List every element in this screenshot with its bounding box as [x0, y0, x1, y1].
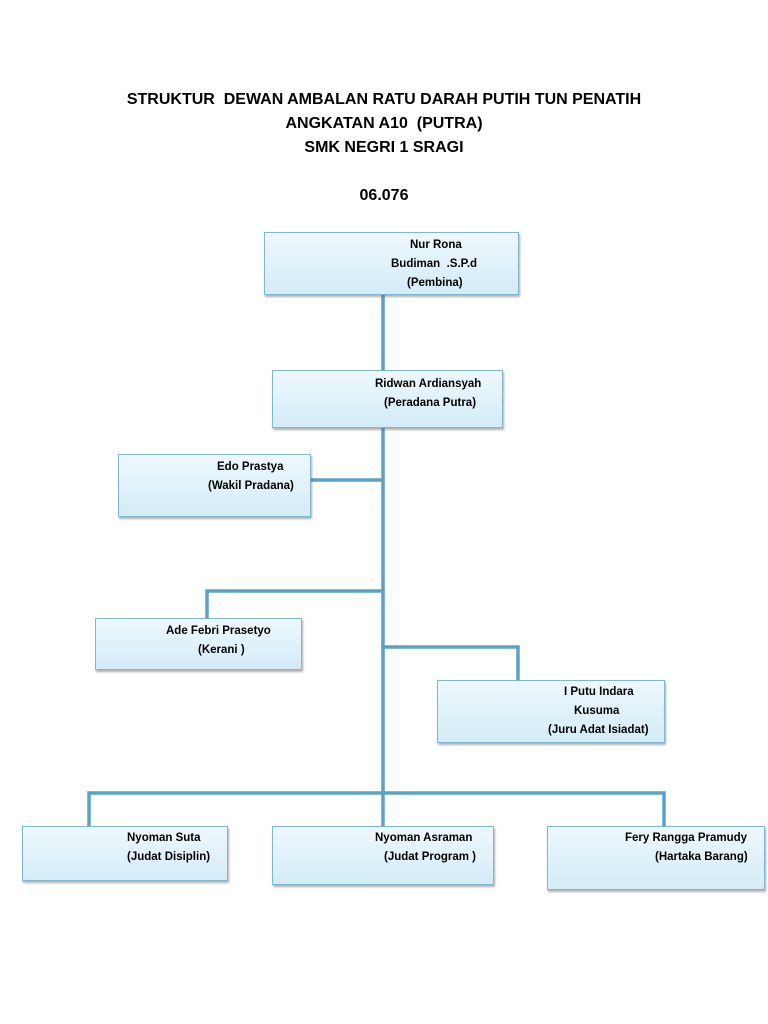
node-judat-program: Nyoman Asraman (Judat Program )	[272, 826, 494, 885]
node-pradana: Ridwan Ardiansyah (Peradana Putra)	[272, 370, 503, 428]
node-pembina: Nur Rona Budiman .S.P.d (Pembina)	[264, 232, 519, 295]
connector-kerani	[205, 589, 385, 620]
node-pradana-name: Ridwan Ardiansyah	[375, 378, 482, 390]
node-wakil-pradana: Edo Prastya (Wakil Pradana)	[118, 454, 311, 517]
node-hartaka-barang: Fery Rangga Pramudy (Hartaka Barang)	[547, 826, 765, 890]
node-pembina-name-2: Budiman .S.P.d	[391, 258, 478, 270]
node-judat-program-role: (Judat Program )	[384, 851, 477, 863]
node-kerani: Ade Febri Prasetyo (Kerani )	[95, 618, 302, 670]
connector-juru-adat	[381, 645, 520, 682]
connector-bottom-bus	[87, 791, 666, 828]
node-juru-adat-name-2: Kusuma	[574, 705, 620, 717]
node-wakil-name: Edo Prastya	[217, 461, 284, 473]
node-juru-adat-name-1: I Putu Indara	[564, 686, 634, 698]
chart-title-line-1: STRUKTUR DEWAN AMBALAN RATU DARAH PUTIH …	[126, 91, 642, 108]
node-pembina-role: (Pembina)	[407, 277, 463, 289]
node-hartaka-name: Fery Rangga Pramudy	[625, 832, 748, 844]
node-pembina-name-1: Nur Rona	[410, 239, 462, 251]
chart-code: 06.076	[359, 187, 409, 204]
node-judat-program-name: Nyoman Asraman	[375, 832, 473, 844]
chart-title-line-3: SMK NEGRI 1 SRAGI	[304, 139, 464, 156]
node-judat-disiplin-name: Nyoman Suta	[127, 832, 201, 844]
node-hartaka-role: (Hartaka Barang)	[655, 851, 748, 863]
node-juru-adat: I Putu Indara Kusuma (Juru Adat Isiadat)	[437, 680, 665, 743]
chart-title-block: STRUKTUR DEWAN AMBALAN RATU DARAH PUTIH …	[0, 88, 768, 208]
node-judat-disiplin-role: (Judat Disiplin)	[127, 851, 211, 863]
node-juru-adat-role: (Juru Adat Isiadat)	[548, 724, 649, 736]
node-wakil-role: (Wakil Pradana)	[208, 480, 294, 492]
chart-title-line-2: ANGKATAN A10 (PUTRA)	[285, 115, 483, 132]
node-judat-disiplin: Nyoman Suta (Judat Disiplin)	[22, 826, 228, 881]
node-pradana-role: (Peradana Putra)	[384, 397, 477, 409]
node-kerani-role: (Kerani )	[198, 644, 245, 656]
node-kerani-name: Ade Febri Prasetyo	[166, 625, 271, 637]
